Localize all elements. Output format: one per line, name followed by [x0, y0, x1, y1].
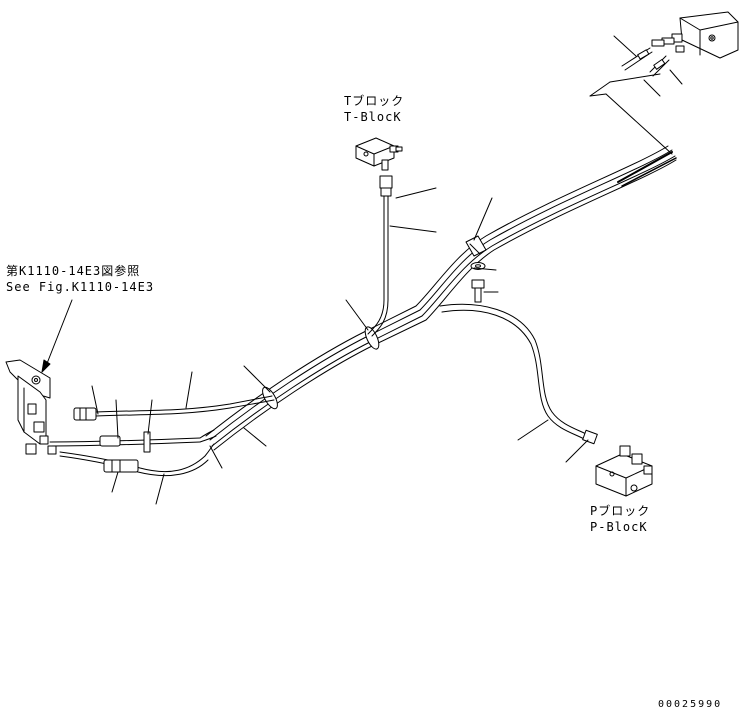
left-hose-group: [50, 396, 274, 476]
p-block-valve: [596, 446, 652, 496]
bundle-clamp-upper: [466, 236, 486, 256]
left-mounting-bracket: [6, 360, 56, 454]
washer: [471, 263, 485, 270]
reference-label-jp: 第K1110-14E3図参照: [6, 264, 141, 278]
t-block-valve: [356, 138, 402, 170]
drawing-number: 00025990: [658, 699, 723, 710]
p-block-label-en: P-BlocK: [590, 520, 648, 534]
bundle-clamp-middle: [362, 325, 381, 351]
t-block-label-jp: Tブロック: [344, 94, 405, 108]
main-hose-bundle: [206, 146, 676, 450]
p-block-hose: [440, 304, 597, 443]
upper-right-valve-block: [652, 12, 738, 58]
t-block-hose: [368, 176, 392, 336]
bundle-clamp-lower: [260, 385, 281, 411]
bolt: [472, 280, 484, 302]
callout-leader-lines: [92, 188, 588, 504]
reference-arrow: [42, 300, 72, 372]
p-block-label-jp: Pブロック: [590, 504, 651, 518]
t-block-label-en: T-BlocK: [344, 110, 402, 124]
reference-outline: [590, 74, 672, 154]
reference-label-en: See Fig.K1110-14E3: [6, 280, 155, 294]
valve-fitting-hoses: [614, 36, 682, 96]
